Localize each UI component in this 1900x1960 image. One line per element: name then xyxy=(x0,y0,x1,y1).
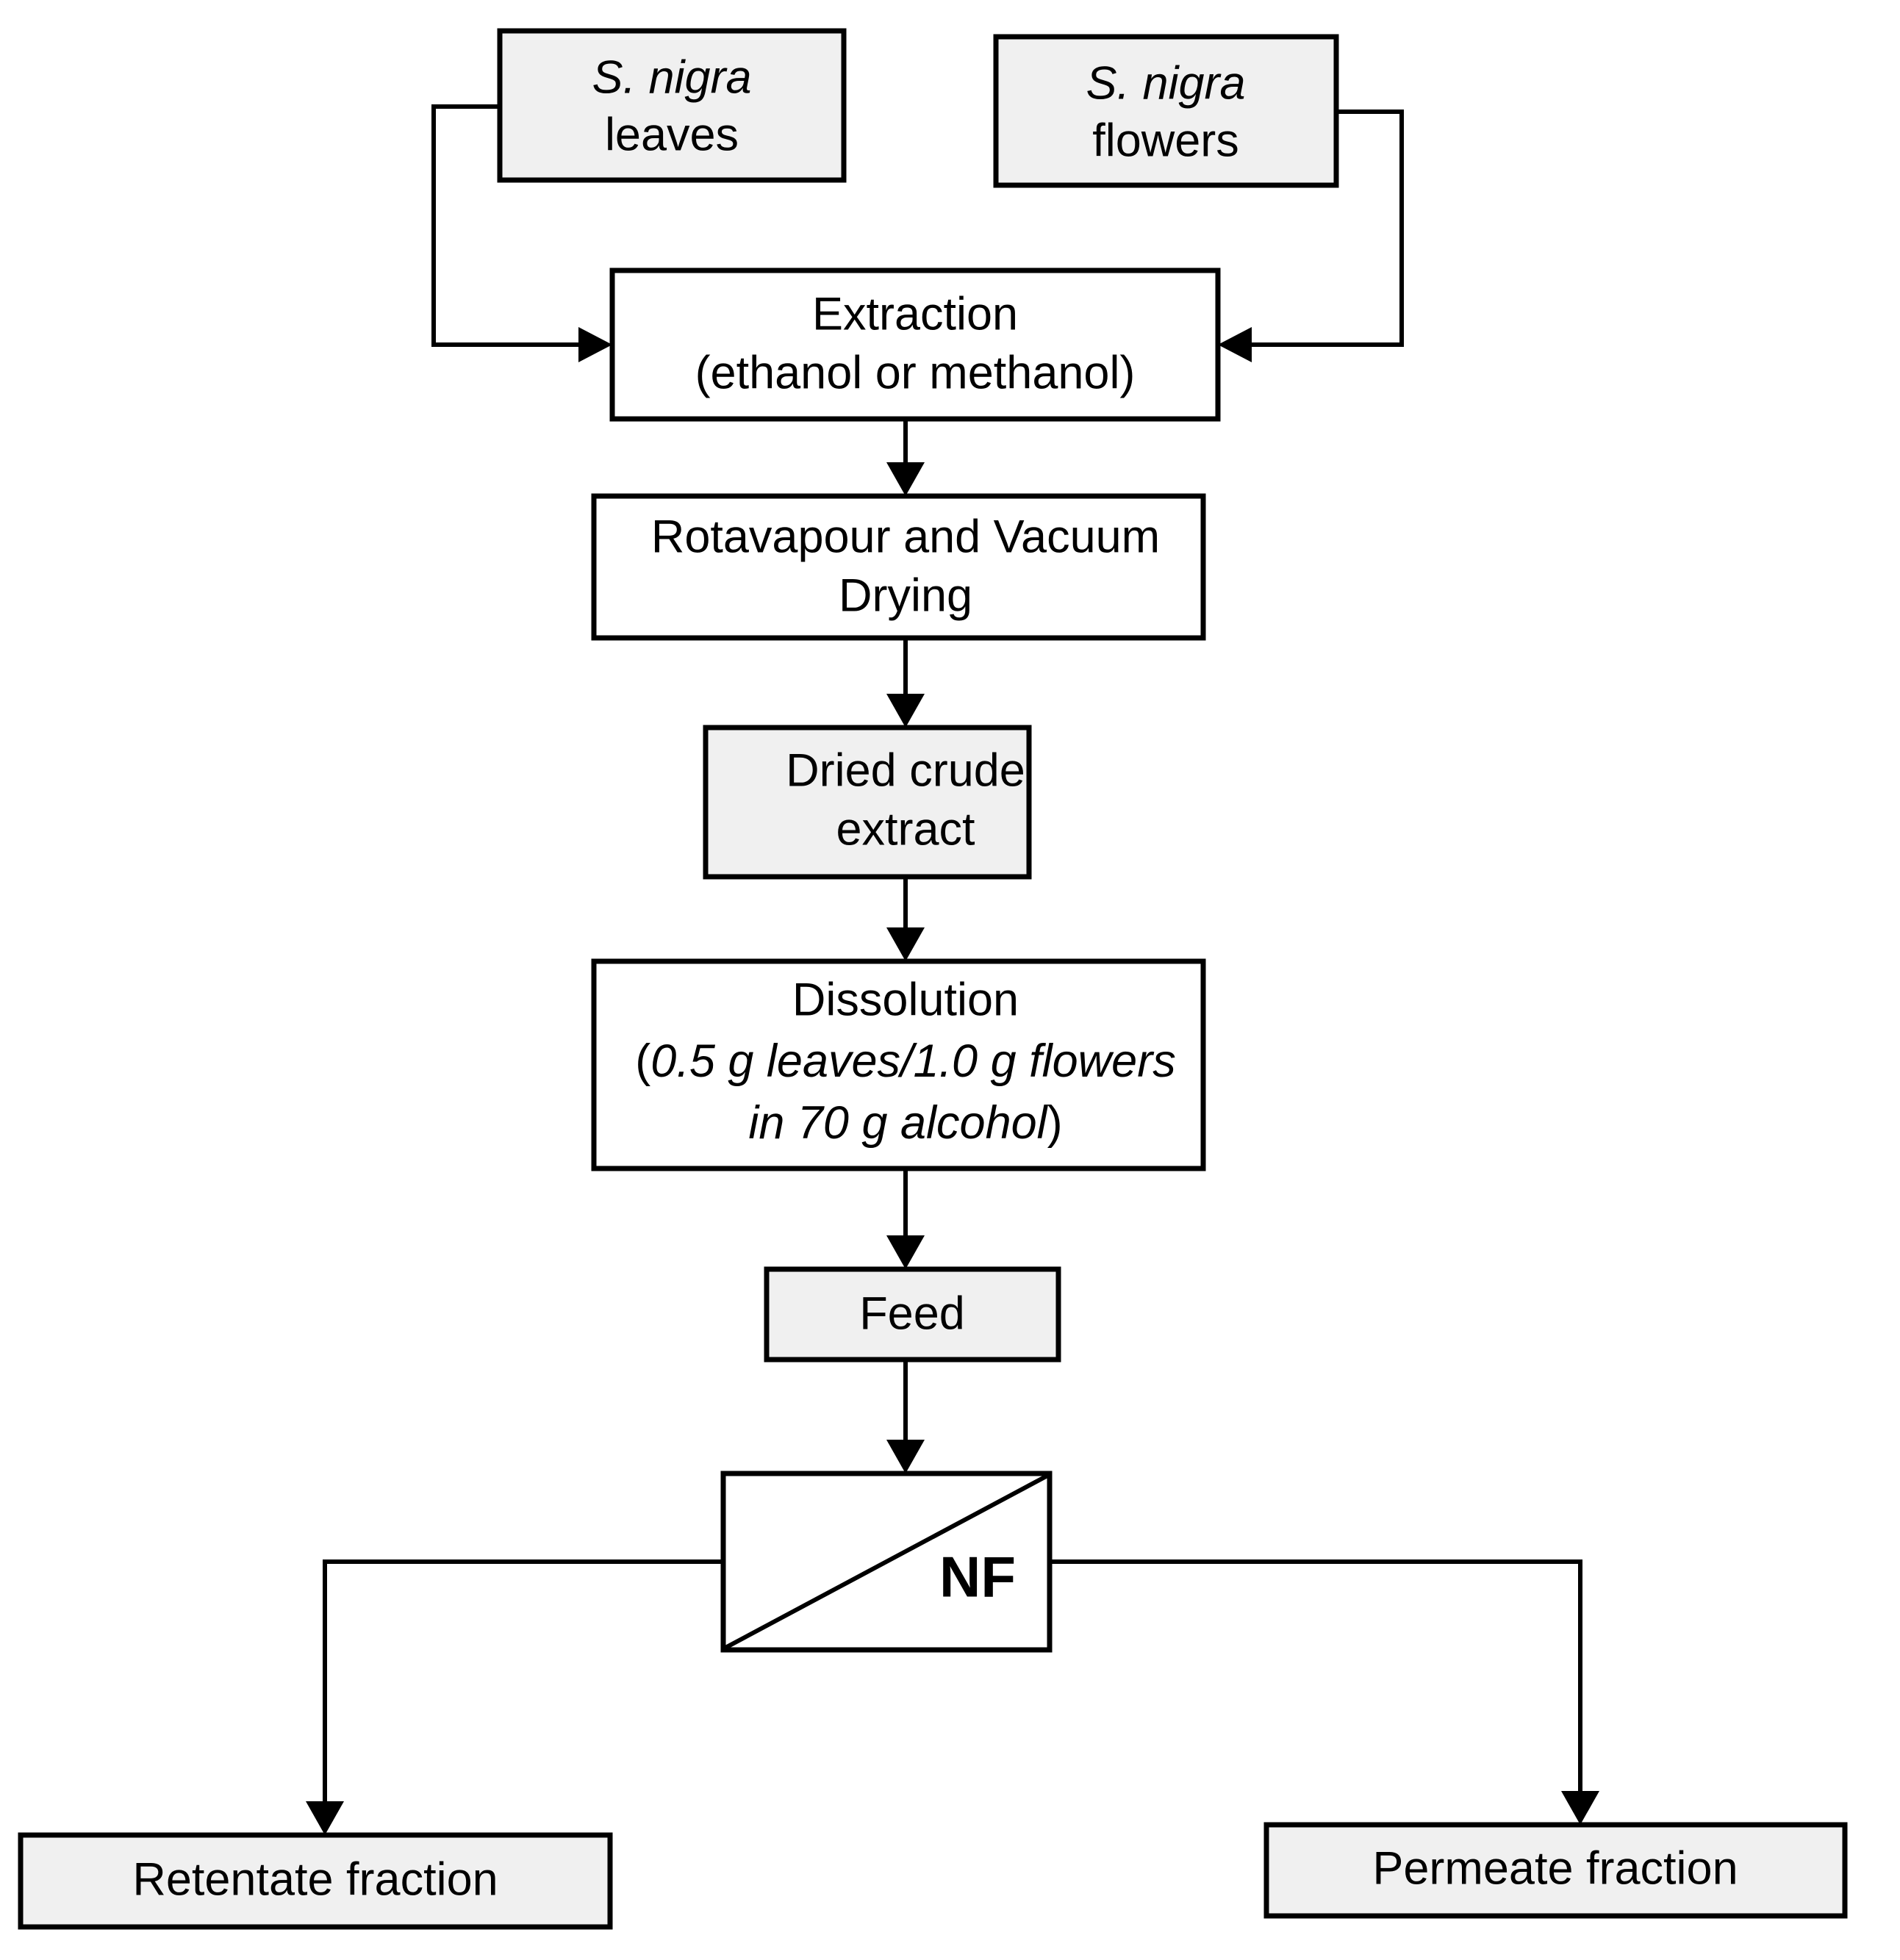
edge-nf-to-retentate xyxy=(306,1559,723,1835)
arrow-head xyxy=(886,694,925,728)
node-label: Retentate fraction xyxy=(132,1854,498,1906)
node-nf-membrane[interactable]: NF xyxy=(720,1471,1053,1653)
node-label-line-2: flowers xyxy=(1092,115,1239,167)
node-label: Feed xyxy=(859,1288,965,1340)
edge-flowers-to-extraction xyxy=(1218,110,1404,362)
node-label-line-1: S. nigra xyxy=(1086,58,1245,110)
edge-line xyxy=(431,104,599,347)
node-extraction[interactable]: Extraction (ethanol or methanol) xyxy=(609,268,1221,422)
edge-nf-to-permeate xyxy=(1050,1559,1599,1825)
node-box[interactable] xyxy=(18,1832,613,1930)
node-feed[interactable]: Feed xyxy=(764,1266,1061,1363)
dissolution-solvent: in 70 g alcohol xyxy=(748,1097,1048,1149)
arrow-head xyxy=(1561,1791,1599,1825)
node-label-line-2: (ethanol or methanol) xyxy=(695,348,1136,399)
node-label-line-2: Drying xyxy=(839,570,972,622)
node-retentate-fraction[interactable]: Retentate fraction xyxy=(18,1832,613,1930)
node-permeate-fraction[interactable]: Permeate fraction xyxy=(1263,1822,1848,1919)
node-label: NF xyxy=(939,1545,1016,1609)
node-sambucus-nigra-leaves[interactable]: S. nigra leaves xyxy=(497,28,847,183)
node-label: Permeate fraction xyxy=(1372,1843,1738,1895)
node-label-line-1: Dried crude xyxy=(786,745,1025,797)
node-sambucus-nigra-flowers[interactable]: S. nigra flowers xyxy=(993,34,1339,188)
edge-line xyxy=(323,1559,723,1820)
arrow-head xyxy=(886,1440,925,1473)
arrow-head xyxy=(306,1801,344,1835)
edge-dried-extract-to-dissolution xyxy=(886,877,925,961)
arrow-head xyxy=(1218,327,1252,362)
node-rotavapour-vacuum-drying[interactable]: Rotavapour and Vacuum Drying xyxy=(591,493,1206,641)
node-label-line-3: in 70 g alcohol) xyxy=(748,1097,1062,1149)
arrow-head xyxy=(886,927,925,961)
edge-feed-to-nf xyxy=(886,1360,925,1473)
node-label-line-2: (0.5 g leaves/1.0 g flowers xyxy=(635,1035,1175,1087)
node-box[interactable] xyxy=(993,34,1339,188)
node-label-line-1: Rotavapour and Vacuum xyxy=(651,511,1160,563)
arrow-head xyxy=(886,1235,925,1269)
membrane-diagonal-icon xyxy=(724,1473,1049,1650)
edge-rotavapour-to-dried-extract xyxy=(886,638,925,728)
node-dried-crude-extract[interactable]: Dried crude extract xyxy=(703,725,1032,880)
arrow-head xyxy=(886,462,925,496)
arrow-head xyxy=(578,327,612,362)
edge-dissolution-to-feed xyxy=(886,1169,925,1269)
node-box[interactable] xyxy=(1263,1822,1848,1919)
edge-line xyxy=(1231,110,1404,347)
edge-leaves-to-extraction xyxy=(431,104,612,362)
node-box[interactable] xyxy=(764,1266,1061,1363)
paren-close: ) xyxy=(1047,1097,1063,1149)
dissolution-ratio: 0.5 g leaves/1.0 g flowers xyxy=(650,1035,1175,1087)
node-box[interactable] xyxy=(591,958,1206,1171)
node-label-line-1: S. nigra xyxy=(592,52,751,104)
node-label-line-2: leaves xyxy=(605,110,739,161)
edge-line xyxy=(1050,1559,1582,1810)
edge-extraction-to-rotavapour xyxy=(886,419,925,496)
paren-open: ( xyxy=(635,1035,650,1087)
node-box[interactable] xyxy=(497,28,847,183)
node-label-line-2: extract xyxy=(836,804,975,855)
node-box[interactable] xyxy=(609,268,1221,422)
node-box[interactable] xyxy=(591,493,1206,641)
node-dissolution[interactable]: Dissolution (0.5 g leaves/1.0 g flowers … xyxy=(591,958,1206,1171)
node-label-line-1: Extraction xyxy=(812,289,1018,340)
node-label-line-1: Dissolution xyxy=(792,974,1019,1026)
node-box[interactable] xyxy=(703,725,1032,880)
